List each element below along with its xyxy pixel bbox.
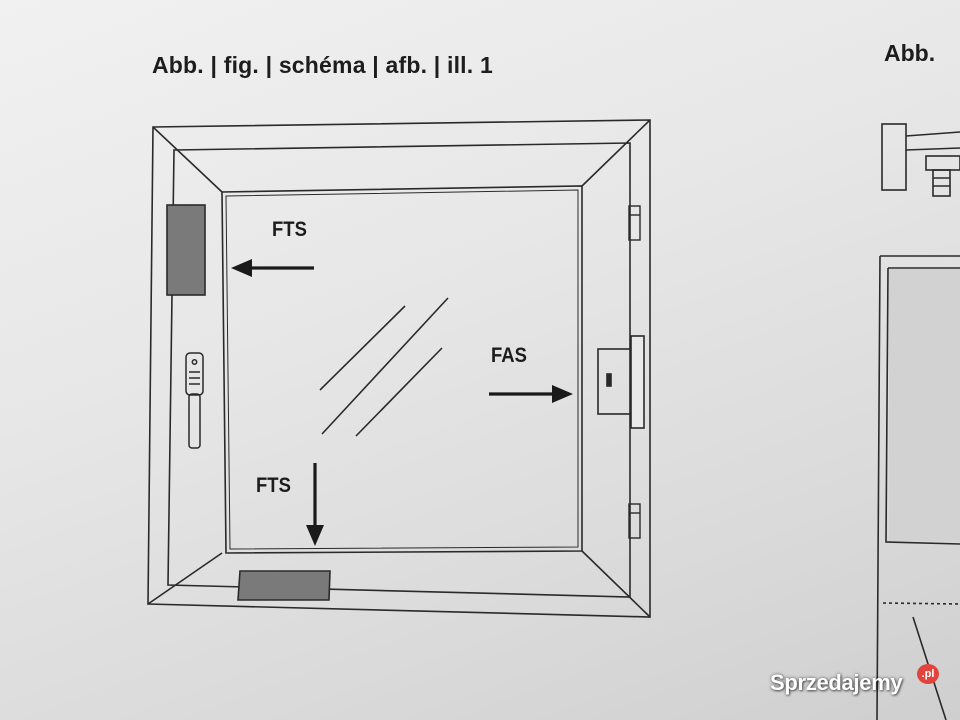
arrow-fts-left-head xyxy=(231,259,252,277)
figure-heading-partial: Abb. xyxy=(884,40,936,66)
partial-device-arm-lower xyxy=(905,147,960,151)
label-fas: FAS xyxy=(491,344,527,367)
hinge-top xyxy=(628,205,641,241)
partial-window-glass xyxy=(889,269,960,541)
frame-miter-tr xyxy=(581,119,651,187)
fts-sensor-bottom xyxy=(237,570,331,601)
partial-device-bracket xyxy=(881,123,907,191)
window-handle xyxy=(185,352,204,449)
partial-window-frame xyxy=(876,255,960,720)
partial-device-arm xyxy=(905,131,960,137)
partial-window-pane xyxy=(885,267,960,545)
partial-device-knob xyxy=(932,169,951,197)
window-inner-frame xyxy=(167,142,631,598)
label-fts-top: FTS xyxy=(272,218,307,241)
label-fts-bottom: FTS xyxy=(256,474,291,497)
fts-sensor-left xyxy=(166,204,206,296)
glass-pane-inner xyxy=(225,189,579,550)
watermark-text: Sprzedajemy xyxy=(770,670,903,695)
glass-reflection-line xyxy=(355,347,443,437)
partial-window-dashed xyxy=(882,602,960,605)
frame-miter-br xyxy=(581,550,651,618)
fas-lock-unit xyxy=(597,335,645,429)
figure-heading: Abb. | fig. | schéma | afb. | ill. 1 xyxy=(152,52,493,78)
arrow-fts-down-head xyxy=(306,525,324,546)
arrow-fas-right-head xyxy=(552,385,573,403)
frame-miter-bl xyxy=(147,552,223,605)
glass-pane xyxy=(221,185,583,554)
hinge-bottom xyxy=(628,503,641,539)
glass-reflection-line xyxy=(321,297,449,435)
glass-reflection-line xyxy=(319,305,406,391)
watermark-badge: .pl xyxy=(917,664,939,684)
partial-device-body xyxy=(925,155,960,171)
frame-miter-tl xyxy=(152,126,223,193)
